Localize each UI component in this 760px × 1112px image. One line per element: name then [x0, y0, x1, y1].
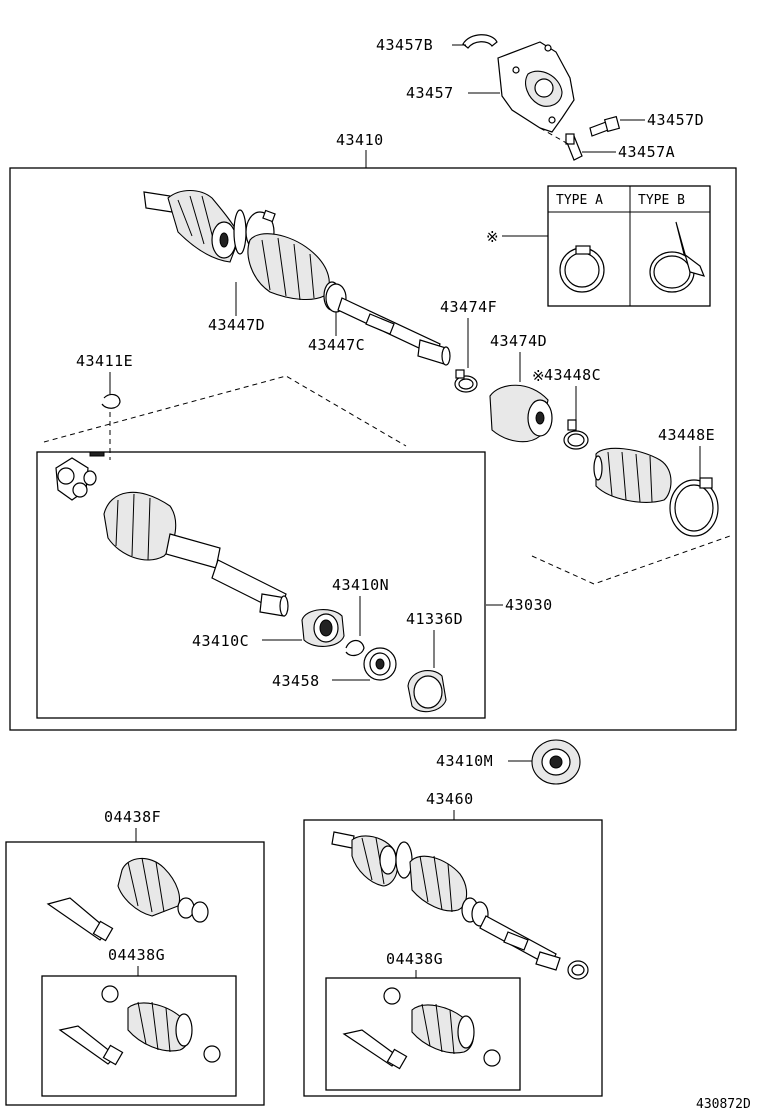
boot-clamp-43448E[interactable]	[669, 477, 719, 537]
shaft-assembly-43460[interactable]	[331, 831, 589, 980]
label-43474D: 43474D	[490, 332, 547, 350]
label-43474F: 43474F	[440, 298, 497, 316]
label-43460: 43460	[426, 790, 474, 808]
boot-kit-04438F-contents[interactable]	[46, 857, 209, 942]
label-43457D: 43457D	[647, 111, 704, 129]
label-43457: 43457	[406, 84, 454, 102]
label-43410C: 43410C	[192, 632, 249, 650]
label-43457A: 43457A	[618, 143, 675, 161]
assembly-box-43410	[9, 167, 737, 731]
label-04438G-left: 04438G	[108, 946, 165, 964]
outboard-shaft-assembly[interactable]	[143, 189, 451, 366]
asterisk-type-note: ※	[486, 228, 499, 246]
label-43447D: 43447D	[208, 316, 265, 334]
seal-43410M[interactable]	[531, 739, 581, 785]
label-04438G-right: 04438G	[386, 950, 443, 968]
asterisk-43448C: ※	[532, 367, 545, 385]
type-b-header: TYPE B	[638, 193, 685, 208]
type-a-header: TYPE A	[556, 193, 603, 208]
seal-41336D[interactable]	[407, 670, 447, 713]
label-43447C: 43447C	[308, 336, 365, 354]
label-43030: 43030	[505, 596, 553, 614]
boot-kit-04438G-right-contents[interactable]	[342, 987, 501, 1070]
label-43458: 43458	[272, 672, 320, 690]
label-43410N: 43410N	[332, 576, 389, 594]
label-43448C: 43448C	[544, 366, 601, 384]
label-43448E: 43448E	[658, 426, 715, 444]
inboard-joint-assembly[interactable]	[55, 451, 289, 617]
assembly-box-43030	[36, 451, 486, 719]
bearing-bracket-assembly[interactable]	[462, 34, 621, 161]
boot-kit-box-04438G-right	[325, 977, 521, 1091]
boot-kit-box-04438F	[5, 841, 265, 1106]
washer-43458[interactable]	[363, 647, 397, 681]
label-41336D: 41336D	[406, 610, 463, 628]
label-04438F: 04438F	[104, 808, 161, 826]
label-43410: 43410	[336, 131, 384, 149]
inboard-boot[interactable]	[593, 447, 672, 503]
boot-kit-box-04438G-left	[41, 975, 237, 1097]
figure-id: 430872D	[696, 1097, 751, 1112]
snap-ring-43410N[interactable]	[345, 639, 365, 657]
label-43411E: 43411E	[76, 352, 133, 370]
label-43410M: 43410M	[436, 752, 493, 770]
dynamic-damper-43474D[interactable]	[489, 384, 553, 443]
clamp-type-table: TYPE A TYPE B	[547, 185, 711, 307]
boot-clamp-43448C[interactable]	[563, 419, 589, 450]
shaft-assembly-box-43460	[303, 819, 603, 1097]
bearing-43410C[interactable]	[301, 609, 345, 647]
boot-clamp-43474F[interactable]	[454, 369, 478, 393]
label-43457B: 43457B	[376, 36, 433, 54]
boot-kit-04438G-left-contents[interactable]	[58, 985, 221, 1066]
circlip-43411E[interactable]	[101, 393, 121, 409]
